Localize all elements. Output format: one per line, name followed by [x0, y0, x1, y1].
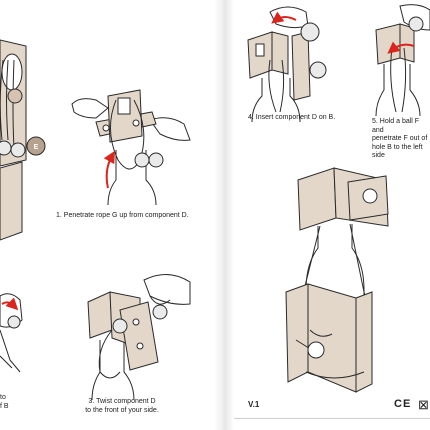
step5-caption: 5. Hold a ball F and penetrate F out of …: [372, 118, 430, 161]
version-label: V.1: [248, 400, 259, 409]
illustration-final: [286, 168, 388, 392]
illustration-step5: [376, 5, 430, 116]
illustration-step3: [88, 274, 190, 400]
step3-caption: 3. Twist component D to the front of you…: [72, 398, 172, 415]
illustration-step2: [0, 294, 22, 372]
step1-caption: 1. Penetrate rope G up from component D.: [56, 212, 216, 221]
illustration-step1: [72, 90, 190, 205]
compliance-marks: CE: [388, 398, 411, 410]
ball-e-label: E: [34, 144, 39, 151]
wheelie-bin-icon: ⊠: [418, 397, 430, 412]
ce-mark: CE: [394, 398, 411, 410]
ball-e: E: [27, 137, 45, 155]
step1-red-arrow: [107, 156, 112, 188]
step4-caption: 4. Insert component D on B.: [248, 114, 348, 123]
illustration-step4: [248, 7, 326, 122]
illustration-top-left: [0, 40, 26, 240]
step2-caption: to f B: [0, 394, 20, 411]
disposal-mark: ⊠: [412, 397, 430, 413]
